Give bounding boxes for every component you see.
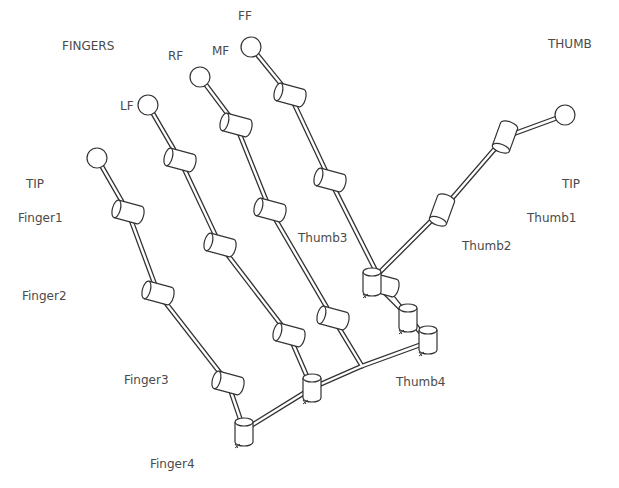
part-label: TIP bbox=[562, 178, 580, 190]
part-label: Finger3 bbox=[124, 374, 169, 386]
part-label: Thumb3 bbox=[298, 232, 347, 244]
part-label: TIP bbox=[26, 178, 44, 190]
part-label: Thumb1 bbox=[527, 212, 576, 224]
part-label: THUMB bbox=[548, 38, 592, 50]
part-label: LF bbox=[120, 100, 134, 112]
part-label: RF bbox=[168, 50, 183, 62]
part-label: Finger2 bbox=[22, 290, 67, 302]
part-label: MF bbox=[212, 45, 229, 57]
part-label: FINGERS bbox=[62, 40, 114, 52]
part-label: FF bbox=[238, 10, 252, 22]
part-label: Thumb4 bbox=[396, 376, 445, 388]
part-label: Finger4 bbox=[150, 458, 195, 470]
part-label: Thumb2 bbox=[462, 240, 511, 252]
part-label: Finger1 bbox=[18, 212, 63, 224]
